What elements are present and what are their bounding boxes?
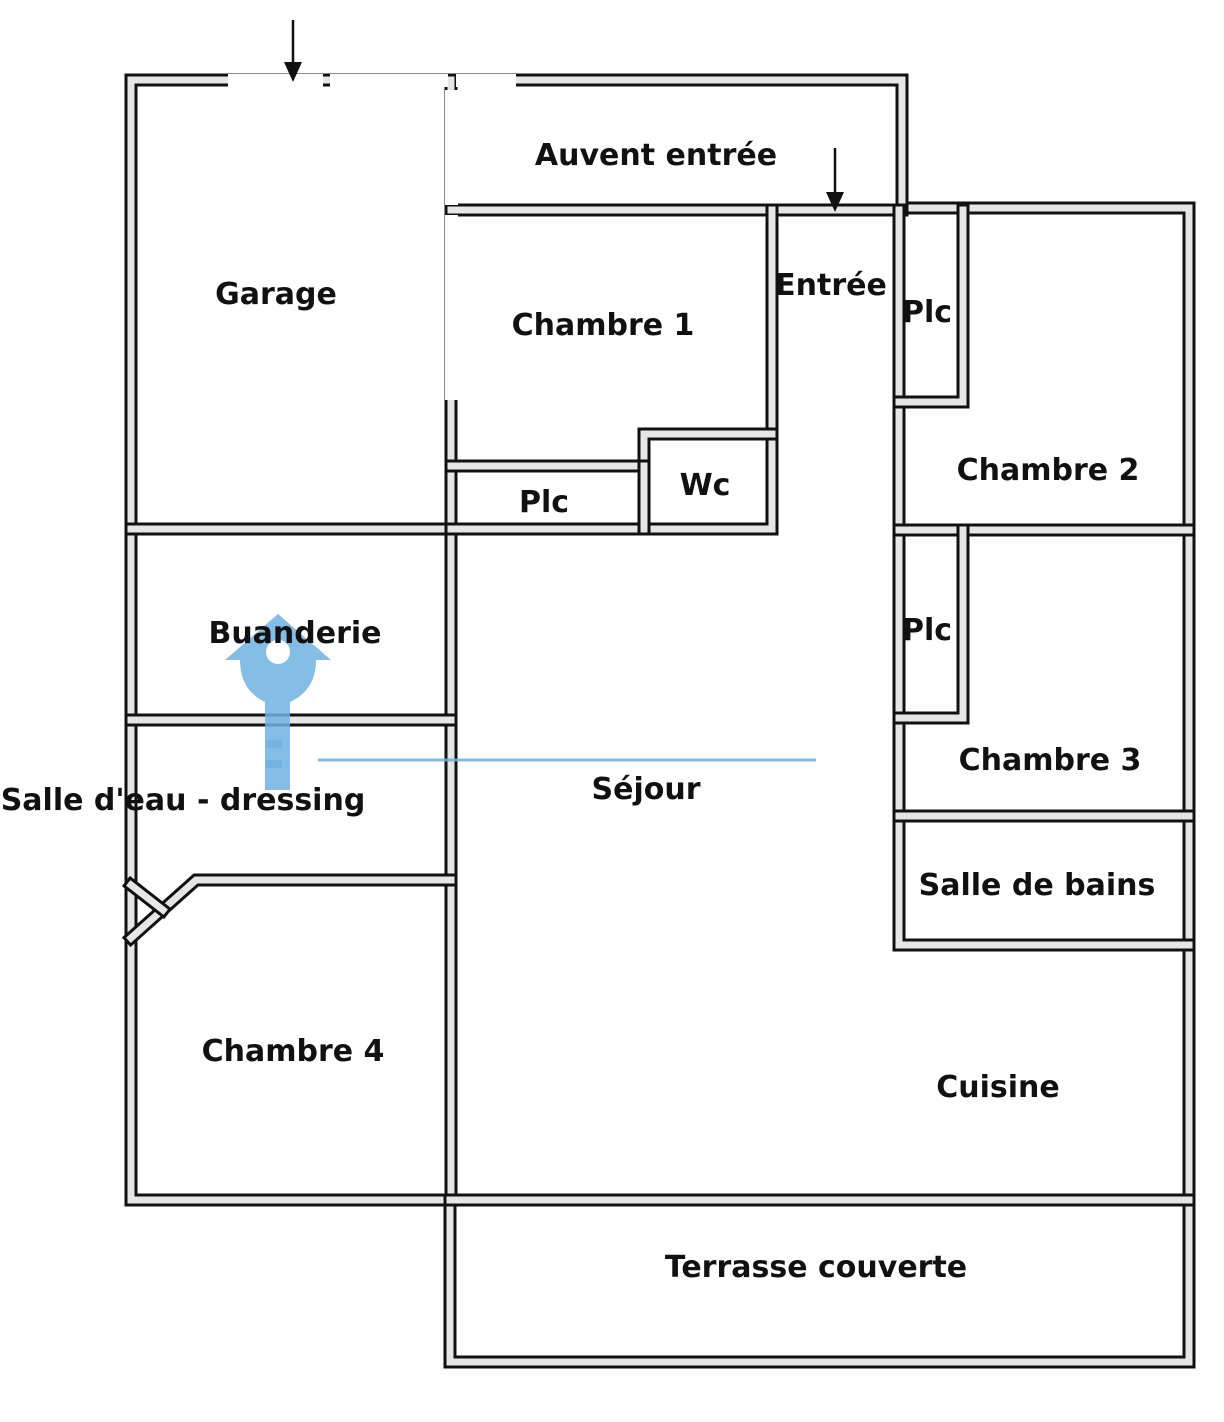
wall-chambre1-bottom <box>444 427 779 473</box>
door-openings <box>228 74 516 400</box>
arrow-down-icon <box>284 62 302 82</box>
label-plc-small: Plc <box>519 485 569 520</box>
label-terrasse: Terrasse couverte <box>665 1250 967 1285</box>
label-cuisine: Cuisine <box>936 1070 1060 1105</box>
key-house-logo-icon <box>225 614 816 790</box>
garage-side-gap <box>445 90 458 205</box>
label-plc-top: Plc <box>902 295 952 330</box>
label-chambre4: Chambre 4 <box>202 1034 385 1069</box>
label-wc: Wc <box>680 468 731 503</box>
label-salle-eau: Salle d'eau - dressing <box>1 783 366 818</box>
arrow-down-icon <box>826 192 844 212</box>
walls <box>121 73 1196 1369</box>
garage-door-gap <box>228 74 323 87</box>
label-sejour: Séjour <box>592 772 701 807</box>
chambre1-side-gap <box>445 215 458 400</box>
garage-door-gap-2 <box>330 74 448 87</box>
label-salle-bains: Salle de bains <box>919 868 1156 903</box>
label-chambre1: Chambre 1 <box>512 308 695 343</box>
label-garage: Garage <box>215 277 337 312</box>
label-chambre2: Chambre 2 <box>957 453 1140 488</box>
auvent-door-gap <box>456 74 516 87</box>
label-buanderie: Buanderie <box>208 616 381 651</box>
room-labels: Garage Auvent entrée Chambre 1 Entrée Pl… <box>1 138 1156 1285</box>
label-auvent: Auvent entrée <box>535 138 777 173</box>
wall-chambre4-top <box>121 873 458 948</box>
label-plc-mid: Plc <box>902 613 952 648</box>
outer-wall-inner <box>127 76 1193 1366</box>
entry-arrow-entree <box>826 148 844 212</box>
entry-arrow-garage <box>284 20 302 82</box>
label-chambre3: Chambre 3 <box>959 743 1142 778</box>
label-entree: Entrée <box>775 268 887 303</box>
